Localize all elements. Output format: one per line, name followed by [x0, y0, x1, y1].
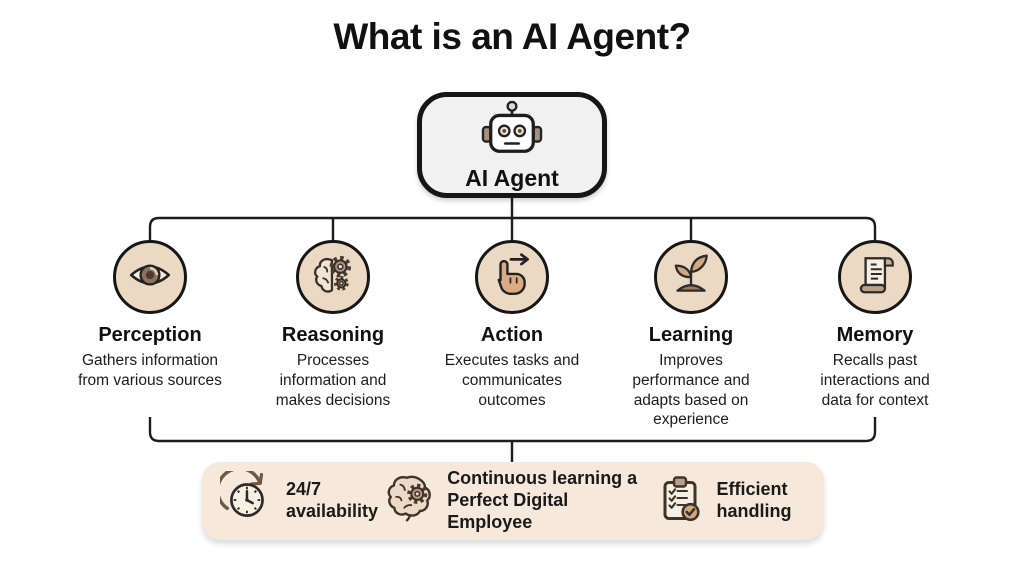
- capability-description: Improves performance and adapts based on…: [632, 352, 750, 429]
- scroll-icon: [852, 252, 898, 303]
- capability-name: Perception: [98, 324, 202, 346]
- robot-icon: [475, 99, 549, 164]
- sprout-icon: [667, 251, 715, 304]
- benefit-availability: 24/7 availability: [215, 466, 383, 532]
- hand-arrow-icon: [488, 251, 536, 304]
- capability-description: Gathers information from various sources: [78, 352, 222, 389]
- capability-action: Action Executes tasks and communicates o…: [422, 240, 602, 410]
- clipboard-check-icon: [656, 474, 706, 529]
- capability-memory: Memory Recalls past interactions and dat…: [785, 240, 965, 410]
- capability-description: Processes information and makes decision…: [275, 352, 391, 409]
- capability-description: Executes tasks and communicates outcomes: [444, 352, 580, 409]
- brain-gear-icon: [383, 471, 437, 530]
- capability-reasoning: Reasoning Processes information and make…: [243, 240, 423, 410]
- reasoning-circle: [296, 240, 370, 314]
- page-title: What is an AI Agent?: [333, 16, 691, 57]
- clock-icon: [215, 466, 276, 532]
- capability-name: Memory: [836, 324, 914, 346]
- capability-name: Learning: [648, 324, 734, 346]
- capability-perception: Perception Gathers information from vari…: [60, 240, 240, 391]
- capability-description: Recalls past interactions and data for c…: [820, 352, 930, 409]
- action-circle: [475, 240, 549, 314]
- capability-name: Reasoning: [281, 324, 385, 346]
- capability-learning: Learning Improves performance and adapts…: [601, 240, 781, 430]
- benefit-label: 24/7 availability: [286, 479, 379, 521]
- perception-circle: [113, 240, 187, 314]
- ai-agent-node: AI Agent: [417, 92, 607, 198]
- memory-circle: [838, 240, 912, 314]
- learning-circle: [654, 240, 728, 314]
- benefit-continuous-learning: Continuous learning a Perfect Digital Em…: [383, 468, 656, 534]
- ai-agent-label: AI Agent: [465, 164, 559, 191]
- capability-name: Action: [480, 324, 544, 346]
- brain-gears-icon: [310, 252, 356, 303]
- eye-icon: [127, 252, 173, 303]
- benefit-label: Continuous learning a Perfect Digital Em…: [447, 468, 638, 532]
- benefit-label: Efficient handling: [716, 479, 792, 521]
- benefit-efficient-handling: Efficient handling: [656, 474, 800, 529]
- benefits-banner: 24/7 availability Continuous learning a …: [202, 462, 824, 540]
